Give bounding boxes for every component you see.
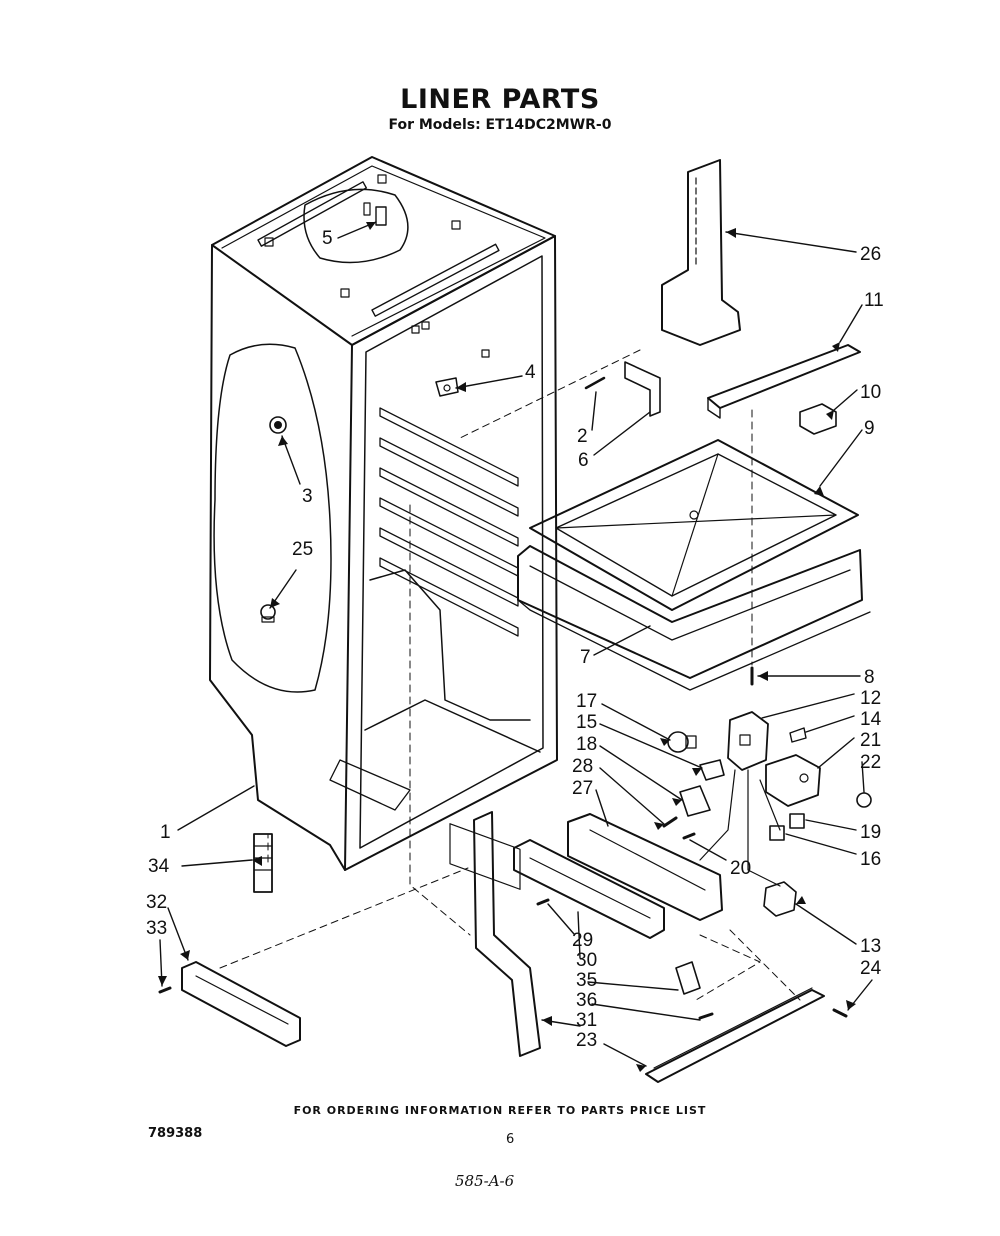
label-part-17: 17 xyxy=(576,691,597,712)
part-31-trim xyxy=(473,811,541,1057)
part-9-crisper-cover xyxy=(529,439,859,611)
label-part-16: 16 xyxy=(860,849,881,870)
cabinet-shell xyxy=(209,156,558,890)
label-part-36: 36 xyxy=(576,990,597,1011)
part-6-hinge-bracket xyxy=(624,361,661,417)
part-27-support-channel xyxy=(567,813,723,921)
part-25-light-switch xyxy=(260,604,276,623)
label-part-32: 32 xyxy=(146,892,167,913)
part-33-screw xyxy=(158,986,172,994)
part-16-switch xyxy=(769,825,785,841)
label-part-28: 28 xyxy=(572,756,593,777)
model-subtitle: For Models: ET14DC2MWR-0 xyxy=(388,117,612,133)
label-part-18: 18 xyxy=(576,734,597,755)
part-13-connector xyxy=(763,881,797,917)
label-part-19: 19 xyxy=(860,822,881,843)
part-19-switch xyxy=(789,813,805,829)
label-part-7: 7 xyxy=(580,647,591,668)
label-part-33: 33 xyxy=(146,918,167,939)
label-part-29: 29 xyxy=(572,930,593,951)
label-part-8: 8 xyxy=(864,667,875,688)
page-number: 6 xyxy=(506,1132,515,1147)
label-part-2: 2 xyxy=(577,426,588,447)
part-26-liner-trim xyxy=(661,159,741,346)
part-number-labels: 1 2 3 4 5 6 7 8 9 10 11 12 13 14 15 16 1… xyxy=(146,228,884,1051)
part-22-knob xyxy=(856,792,872,808)
label-part-5: 5 xyxy=(322,228,333,249)
label-part-20: 20 xyxy=(730,858,751,879)
part-10-damper-block xyxy=(799,403,837,435)
ordering-note: FOR ORDERING INFORMATION REFER TO PARTS … xyxy=(293,1104,707,1117)
label-part-6: 6 xyxy=(578,450,589,471)
part-7-drawer-pan xyxy=(517,545,871,691)
part-2-screw xyxy=(584,376,606,390)
label-part-1: 1 xyxy=(160,822,171,843)
part-32-leg-bracket xyxy=(181,961,301,1047)
part-34-leveling-leg xyxy=(253,833,273,893)
part-30-screw xyxy=(536,898,550,906)
part-5-bracket xyxy=(363,202,387,226)
part-14-clip xyxy=(789,727,807,743)
label-part-22: 22 xyxy=(860,752,881,773)
label-part-25: 25 xyxy=(292,539,313,560)
handwritten-reference: 585-A-6 xyxy=(455,1172,515,1190)
assembly-lines xyxy=(219,349,801,1001)
label-part-9: 9 xyxy=(864,418,875,439)
label-part-4: 4 xyxy=(525,362,536,383)
label-part-15: 15 xyxy=(576,712,597,733)
part-24-screw xyxy=(832,1008,848,1018)
part-21-switch-housing xyxy=(765,754,821,807)
label-part-26: 26 xyxy=(860,244,881,265)
part-35-clip xyxy=(675,961,701,995)
label-part-31: 31 xyxy=(576,1010,597,1031)
part-11-air-deflector xyxy=(707,344,861,419)
part-15-bulb-socket xyxy=(699,759,725,781)
label-part-13: 13 xyxy=(860,936,881,957)
part-20-screw xyxy=(682,832,696,840)
label-part-24: 24 xyxy=(860,958,882,979)
label-part-11: 11 xyxy=(864,290,884,311)
label-part-21: 21 xyxy=(860,730,881,751)
page-title: LINER PARTS xyxy=(400,84,600,115)
label-part-10: 10 xyxy=(860,382,881,403)
label-part-3: 3 xyxy=(302,486,313,507)
part-29-rail xyxy=(513,839,665,939)
part-4-latch xyxy=(435,377,459,397)
part-36-screw xyxy=(698,1012,714,1020)
document-number: 789388 xyxy=(148,1126,203,1141)
part-18-light-shield xyxy=(679,785,711,817)
part-17-light-bulb xyxy=(667,731,697,753)
label-part-27: 27 xyxy=(572,778,593,799)
arrowheads xyxy=(158,222,856,1072)
part-23-toe-grille xyxy=(645,987,825,1083)
part-3-thermostat-knob xyxy=(269,416,287,434)
part-12-light-housing xyxy=(727,711,769,771)
label-part-34: 34 xyxy=(148,856,170,877)
label-part-30: 30 xyxy=(576,950,597,971)
label-part-23: 23 xyxy=(576,1030,597,1051)
label-part-14: 14 xyxy=(860,709,882,730)
label-part-35: 35 xyxy=(576,970,597,991)
part-28-screw xyxy=(662,816,678,828)
label-part-12: 12 xyxy=(860,688,881,709)
